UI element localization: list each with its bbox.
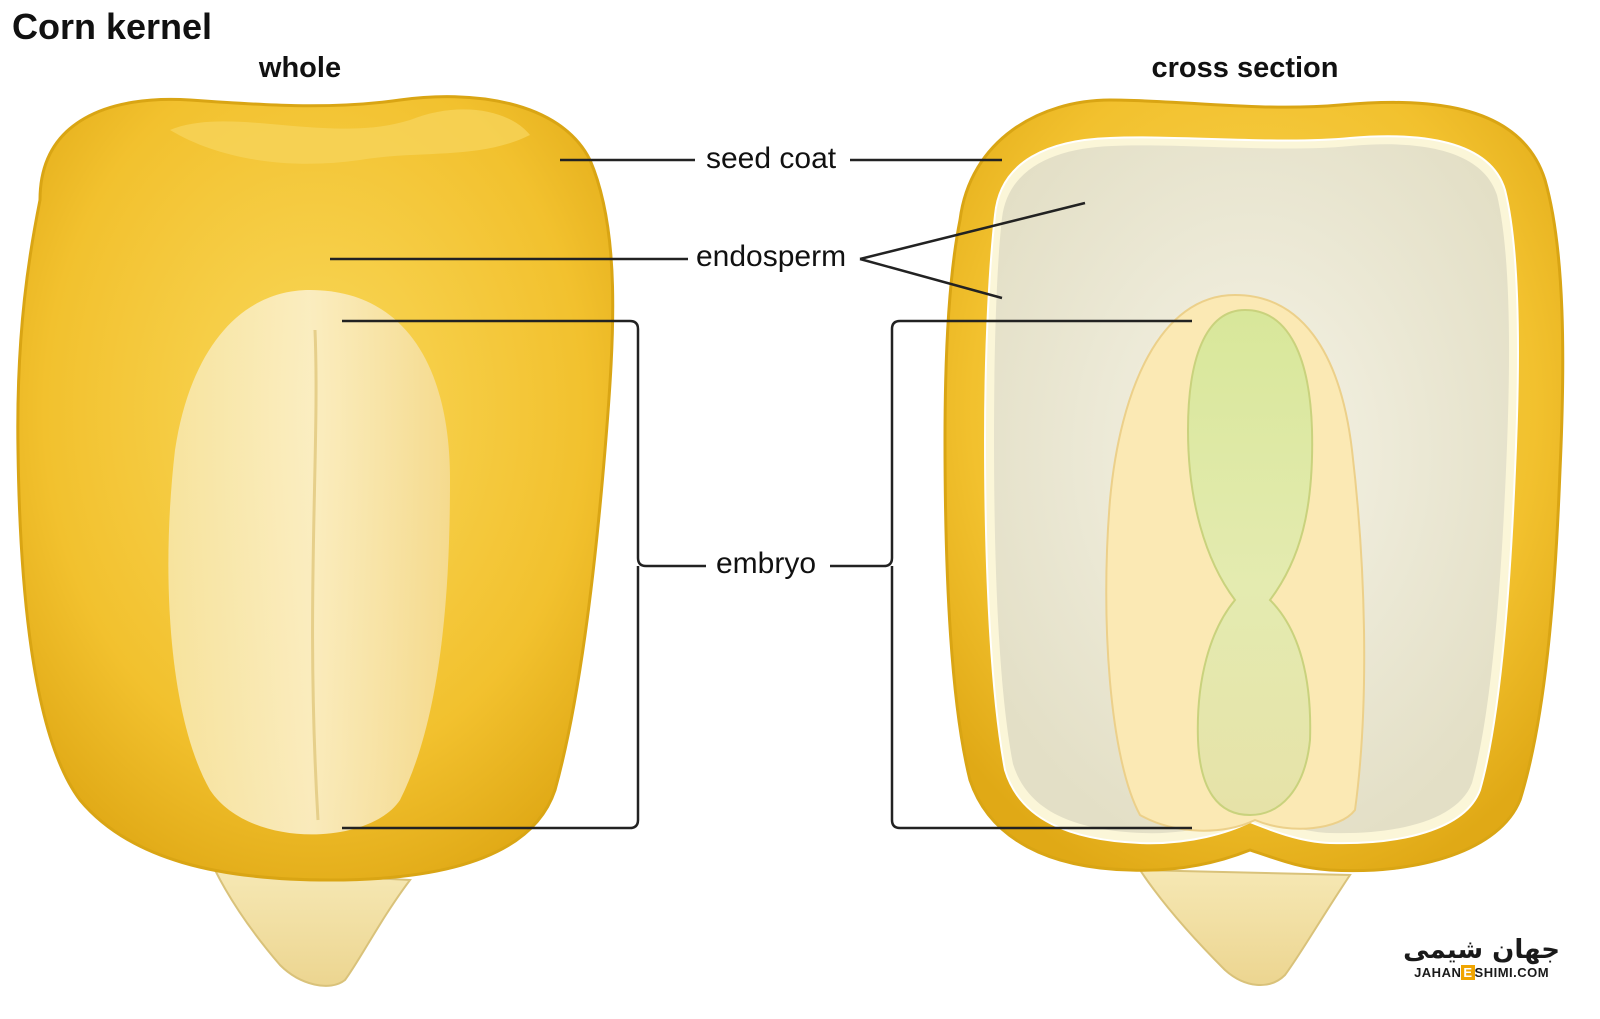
cross-embryo-axis <box>1186 308 1314 817</box>
endosperm-line-up <box>859 201 1086 261</box>
panel-title-whole: whole <box>258 52 342 84</box>
label-seed-coat: seed coat <box>706 142 837 175</box>
watermark-native-text: جهان شیمی <box>1403 935 1560 965</box>
whole-top-rim <box>170 109 530 164</box>
watermark-latin-left: JAHAN <box>1414 965 1462 980</box>
whole-embryo-ridge <box>311 329 320 821</box>
diagram-title: Corn kernel <box>12 6 213 47</box>
panel-title-cross-section: cross section <box>1151 52 1339 84</box>
leader-lines <box>330 158 1192 830</box>
whole-kernel <box>16 95 615 987</box>
watermark-latin-accent: E <box>1461 965 1475 980</box>
endosperm-line-down <box>859 257 1003 300</box>
label-endosperm: endosperm <box>696 240 847 273</box>
cross-tip-cap <box>1138 868 1352 987</box>
watermark-latin-right: SHIMI.COM <box>1474 965 1550 980</box>
whole-embryo <box>168 290 450 835</box>
label-embryo: embryo <box>716 547 817 580</box>
embryo-bracket-right <box>830 319 1192 830</box>
embryo-bracket-left <box>342 319 706 830</box>
whole-tip-cap <box>213 868 412 987</box>
cross-section-kernel <box>943 98 1565 987</box>
